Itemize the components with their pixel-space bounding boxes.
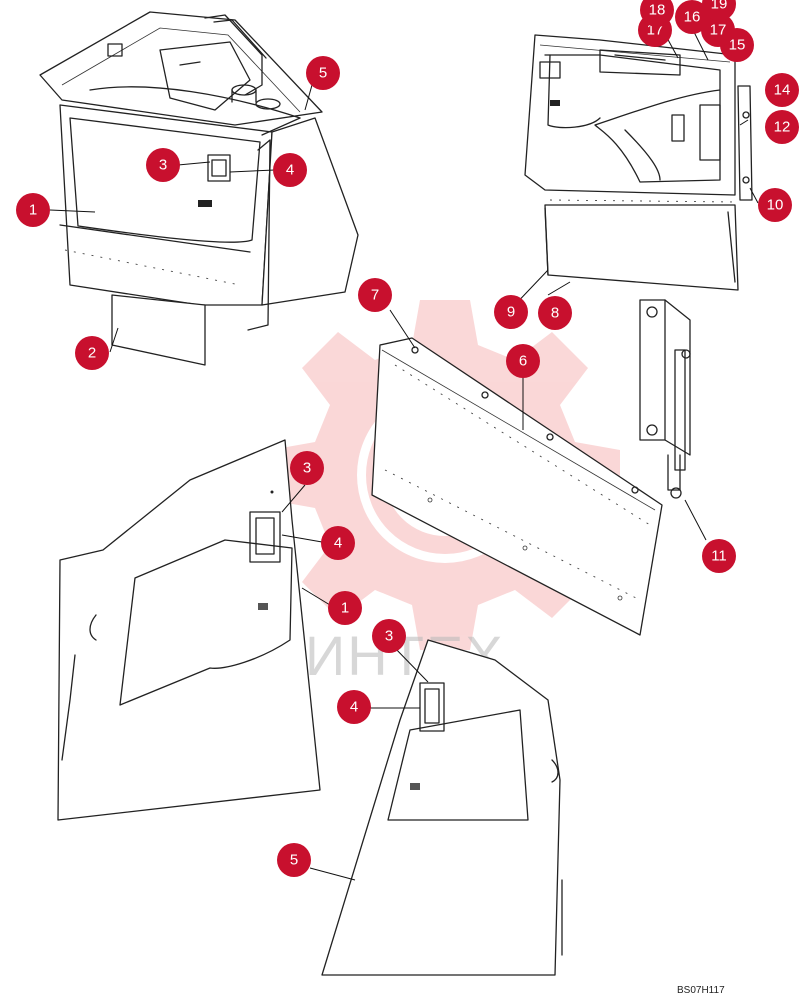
svg-text:18: 18 (649, 2, 666, 19)
callout-1-left-door: 1 (328, 591, 362, 625)
svg-text:3: 3 (303, 460, 311, 477)
callout-11: 11 (702, 539, 736, 573)
callout-19: 19 (702, 0, 736, 21)
svg-text:7: 7 (371, 287, 379, 304)
svg-text:14: 14 (774, 82, 791, 99)
svg-text:4: 4 (286, 162, 294, 179)
callout-7: 7 (358, 278, 392, 312)
callout-5-cab: 5 (306, 56, 340, 90)
svg-text:12: 12 (774, 119, 791, 136)
svg-text:9: 9 (507, 304, 515, 321)
leader-lines (49, 24, 759, 881)
callout-4-cab: 4 (273, 153, 307, 187)
callout-2: 2 (75, 336, 109, 370)
svg-text:1: 1 (29, 202, 37, 219)
strut-bracket-drawing (639, 299, 691, 499)
svg-text:17: 17 (710, 22, 727, 39)
frame-assembly-drawing (524, 34, 753, 291)
svg-text:5: 5 (319, 65, 327, 82)
callout-17-right: 17 (701, 13, 735, 47)
callout-14: 14 (765, 73, 799, 107)
svg-text:8: 8 (551, 305, 559, 322)
svg-text:1: 1 (341, 600, 349, 617)
svg-text:2: 2 (88, 345, 96, 362)
callout-16: 16 (675, 0, 709, 34)
callout-6: 6 (506, 344, 540, 378)
svg-text:19: 19 (711, 0, 728, 13)
left-door-panel-drawing (57, 439, 321, 821)
callout-4-right-door: 4 (337, 690, 371, 724)
right-door-panel-drawing (321, 639, 563, 976)
rear-panel-drawing (371, 337, 663, 636)
callout-3-cab: 3 (146, 148, 180, 182)
svg-text:5: 5 (290, 852, 298, 869)
callout-9: 9 (494, 295, 528, 329)
svg-text:15: 15 (729, 37, 746, 54)
callout-3-left-door: 3 (290, 451, 324, 485)
callout-1-cab: 1 (16, 193, 50, 227)
svg-text:10: 10 (767, 197, 784, 214)
drawing-code: BS07H117 (677, 985, 725, 996)
svg-text:3: 3 (385, 628, 393, 645)
svg-text:4: 4 (334, 535, 342, 552)
svg-text:3: 3 (159, 157, 167, 174)
svg-text:16: 16 (684, 9, 701, 26)
callout-5-right-door: 5 (277, 843, 311, 877)
callout-10: 10 (758, 188, 792, 222)
callout-18: 18 (640, 0, 674, 27)
callout-12: 12 (765, 110, 799, 144)
callout-4-left-door: 4 (321, 526, 355, 560)
svg-text:11: 11 (711, 548, 727, 565)
callout-3-right-door: 3 (372, 619, 406, 653)
callout-8: 8 (538, 296, 572, 330)
svg-text:6: 6 (519, 353, 527, 370)
svg-text:4: 4 (350, 699, 358, 716)
